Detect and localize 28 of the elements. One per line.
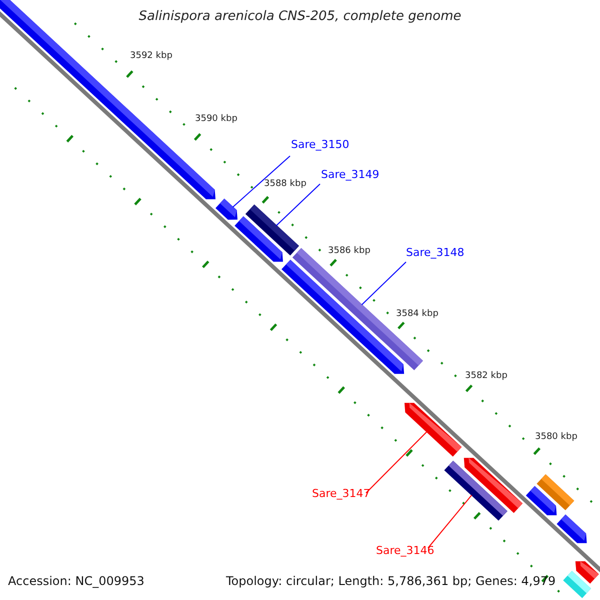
scale-label: 3584 kbp: [396, 310, 438, 320]
scale-label: 3580 kbp: [535, 433, 578, 443]
gene-feature: [526, 486, 557, 516]
summary-text: Topology: circular; Length: 5,786,361 bp; Genes: 4,979: [226, 575, 556, 588]
gene-feature: [404, 402, 462, 457]
gene-feature: [464, 458, 523, 513]
leader-line: [361, 262, 406, 306]
gene-feature: [0, 0, 216, 200]
leader-line: [276, 184, 320, 226]
scale-label: 3588 kbp: [264, 180, 306, 190]
gene-segment: [563, 570, 591, 598]
scale-label: 3586 kbp: [328, 247, 370, 257]
leader-line: [366, 431, 428, 494]
leader-line: [232, 156, 290, 208]
gene-feature: [234, 216, 283, 262]
gene-feature: [216, 198, 238, 220]
scale-label: 3582 kbp: [465, 372, 508, 382]
gene-label: Sare_3148: [406, 247, 464, 260]
diagram-title: Salinispora arenicola CNS-205, complete genome: [138, 10, 462, 24]
gene-label: Sare_3146: [376, 545, 434, 558]
scale-label: 3590 kbp: [195, 115, 238, 125]
gene-label: Sare_3147: [312, 488, 370, 500]
gene-label: Sare_3149: [321, 169, 380, 182]
gene-feature: [556, 514, 587, 544]
leader-line: [428, 494, 472, 548]
accession-text: Accession: NC_009953: [8, 575, 144, 588]
gene-label: Sare_3150: [291, 139, 350, 152]
scale-label: 3592 kbp: [130, 52, 172, 62]
